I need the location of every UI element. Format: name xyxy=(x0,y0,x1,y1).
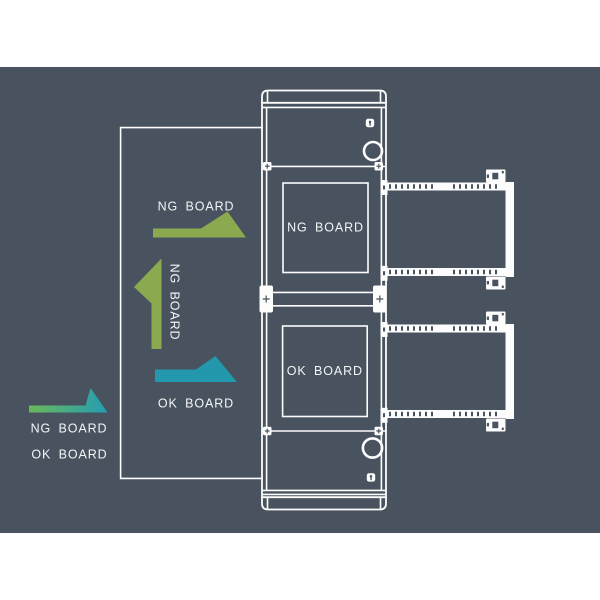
corner-tab-bottom-left-mark xyxy=(264,428,270,434)
divider-bracket-left-mark xyxy=(262,295,270,303)
ok-compartment-label: OK BOARD xyxy=(287,364,363,378)
corner-tab-top-left-mark xyxy=(264,163,270,169)
ng-flow: NG BOARD xyxy=(153,199,246,238)
knob-icon-top xyxy=(362,140,384,162)
ok-compartment: OK BOARD xyxy=(281,325,369,418)
unloader-machine: NG BOARD OK BOARD xyxy=(259,89,387,511)
corner-tab-top-right-mark xyxy=(376,163,382,169)
ng-flow-vertical-label: NG BOARD xyxy=(168,264,182,341)
divider-bracket-right-mark xyxy=(376,295,384,303)
lock-icon-top xyxy=(365,118,375,128)
ok-flow-arrow-icon xyxy=(155,356,237,382)
ng-flow-vertical: NG BOARD xyxy=(134,258,182,349)
ok-flow-label: OK BOARD xyxy=(158,396,234,410)
ng-compartment-label: NG BOARD xyxy=(287,220,364,234)
legend-ng-label: NG BOARD xyxy=(31,421,108,435)
lock-icon-bottom xyxy=(366,473,376,482)
ng-flow-label: NG BOARD xyxy=(158,199,235,213)
machine-top-cap xyxy=(261,89,387,104)
ng-compartment: NG BOARD xyxy=(282,182,369,274)
machine-bottom-cap xyxy=(261,496,387,511)
diagram-background-panel xyxy=(0,67,600,533)
legend-gradient-arrow-icon xyxy=(29,388,108,413)
ng-flow-arrow-icon xyxy=(153,211,246,238)
flow-legend: NG BOARD OK BOARD xyxy=(29,388,108,461)
legend-ok-label: OK BOARD xyxy=(31,447,107,461)
knob-icon-bottom xyxy=(361,437,384,459)
corner-tab-bottom-right-mark xyxy=(376,428,382,434)
ng-flow-up-arrow-icon xyxy=(134,258,162,349)
ok-flow: OK BOARD xyxy=(155,356,237,410)
ok-compartment-window xyxy=(281,325,369,418)
ng-compartment-window xyxy=(282,182,369,274)
flow-boundary-box xyxy=(119,126,263,480)
